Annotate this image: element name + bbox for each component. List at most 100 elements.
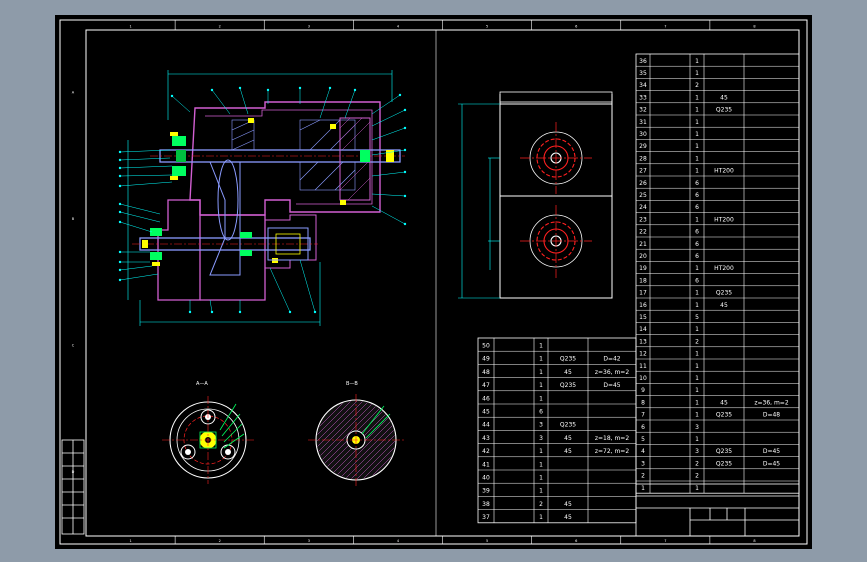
bom-cell: 1 — [539, 343, 543, 350]
bom-cell: 1 — [539, 461, 543, 468]
leader-dot — [188, 310, 192, 314]
bom-cell: 13 — [639, 338, 647, 345]
bom-cell: 45 — [482, 409, 490, 416]
gearbox-housing-lower — [157, 199, 201, 301]
bom-cell: 1 — [695, 131, 699, 138]
bom-cell: 7 — [641, 412, 645, 419]
border-label-bottom: 3 — [308, 539, 310, 543]
leader-dot — [398, 93, 402, 97]
bom-cell: 28 — [639, 155, 647, 162]
leader-dot — [118, 166, 122, 170]
bom-cell: 3 — [695, 424, 699, 431]
leader-dot — [313, 310, 317, 314]
bom-cell: 1 — [695, 375, 699, 382]
bom-cell: 37 — [482, 514, 490, 521]
bom-cell: 1 — [539, 448, 543, 455]
bom-cell: 36 — [639, 58, 647, 65]
bom-cell: Q235 — [716, 412, 732, 419]
bom-cell: 1 — [695, 290, 699, 297]
bom-cell: Q235 — [716, 290, 732, 297]
leader-dot — [118, 278, 122, 282]
leader-dot — [118, 260, 122, 264]
border-label-left: B — [72, 217, 75, 221]
leader-dot — [266, 88, 270, 92]
bom-cell: 50 — [482, 343, 490, 350]
hatch-line — [361, 401, 395, 479]
bom-cell: 33 — [639, 94, 647, 101]
leader-dot — [298, 86, 302, 90]
bom-cell: 23 — [639, 216, 647, 223]
bom-cell: 1 — [539, 488, 543, 495]
leader-dot — [210, 88, 214, 92]
bom-cell: D=45 — [603, 382, 620, 389]
bom-cell: 1 — [695, 70, 699, 77]
bom-cell: 46 — [482, 395, 490, 402]
bom-cell: 26 — [639, 180, 647, 187]
section-a-a-label: A—A — [196, 381, 208, 387]
bom-cell: 19 — [639, 265, 647, 272]
main-assembly-view — [118, 70, 407, 326]
bom-cell: 17 — [639, 290, 647, 297]
bom-cell: 44 — [482, 422, 490, 429]
bom-cell: 2 — [539, 501, 543, 508]
left-stamp-strip — [61, 439, 85, 535]
bom-cell: 43 — [482, 435, 490, 442]
bom-cell: 1 — [641, 485, 645, 492]
border-label-top: 2 — [219, 25, 221, 29]
bom-cell: HT200 — [714, 168, 734, 175]
bom-cell: 3 — [539, 435, 543, 442]
bom-cell: 10 — [639, 375, 647, 382]
bom-cell: 6 — [641, 424, 645, 431]
border-label-top: 1 — [129, 25, 131, 29]
bom-cell: 1 — [539, 395, 543, 402]
bom-cell: 1 — [695, 94, 699, 101]
bom-cell: 45 — [564, 435, 572, 442]
bom-cell: z=36, m=2 — [595, 369, 629, 376]
border-label-top: 8 — [753, 25, 755, 29]
leader-dot — [118, 174, 122, 178]
bom-cell: 6 — [539, 409, 543, 416]
bom-cell: 1 — [695, 143, 699, 150]
bom-cell: 1 — [539, 382, 543, 389]
bom-cell: Q235 — [560, 422, 576, 429]
border-label-bottom: 1 — [129, 539, 131, 543]
bom-cell: 1 — [695, 412, 699, 419]
bom-cell: 1 — [539, 369, 543, 376]
bom-cell: 47 — [482, 382, 490, 389]
leader-dot — [403, 148, 407, 152]
border-label-top: 6 — [575, 25, 577, 29]
bom-cell: D=45 — [763, 448, 780, 455]
bom-cell: 48 — [482, 369, 490, 376]
bom-cell: 1 — [695, 326, 699, 333]
title-block — [635, 483, 800, 537]
bom-cell: 38 — [482, 501, 490, 508]
bom-cell: 45 — [720, 94, 728, 101]
bom-cell: 2 — [641, 473, 645, 480]
leader-dot — [238, 310, 242, 314]
bom-cell: 29 — [639, 143, 647, 150]
bom-cell: 20 — [639, 253, 647, 260]
leader-dot — [210, 310, 214, 314]
leader-dot — [118, 268, 122, 272]
bom-cell: 35 — [639, 70, 647, 77]
leader-dot — [288, 310, 292, 314]
bom-cell: 49 — [482, 356, 490, 363]
hatch-line — [317, 401, 347, 479]
bom-cell: 2 — [695, 82, 699, 89]
bom-cell: D=48 — [763, 412, 780, 419]
section-a-a: A—A — [162, 381, 254, 484]
bom-cell: 8 — [641, 399, 645, 406]
bom-cell: 15 — [639, 314, 647, 321]
bom-cell: 1 — [695, 436, 699, 443]
bom-cell: 31 — [639, 119, 647, 126]
bom-cell: 45 — [720, 399, 728, 406]
bom-cell: 1 — [539, 356, 543, 363]
bom-cell: 42 — [482, 448, 490, 455]
bom-cell: Q235 — [560, 356, 576, 363]
bom-cell: 27 — [639, 168, 647, 175]
bom-cell: 1 — [695, 485, 699, 492]
border-label-bottom: 8 — [753, 539, 755, 543]
section-b-b-label: B—B — [346, 381, 358, 387]
border-label-bottom: 7 — [664, 539, 666, 543]
